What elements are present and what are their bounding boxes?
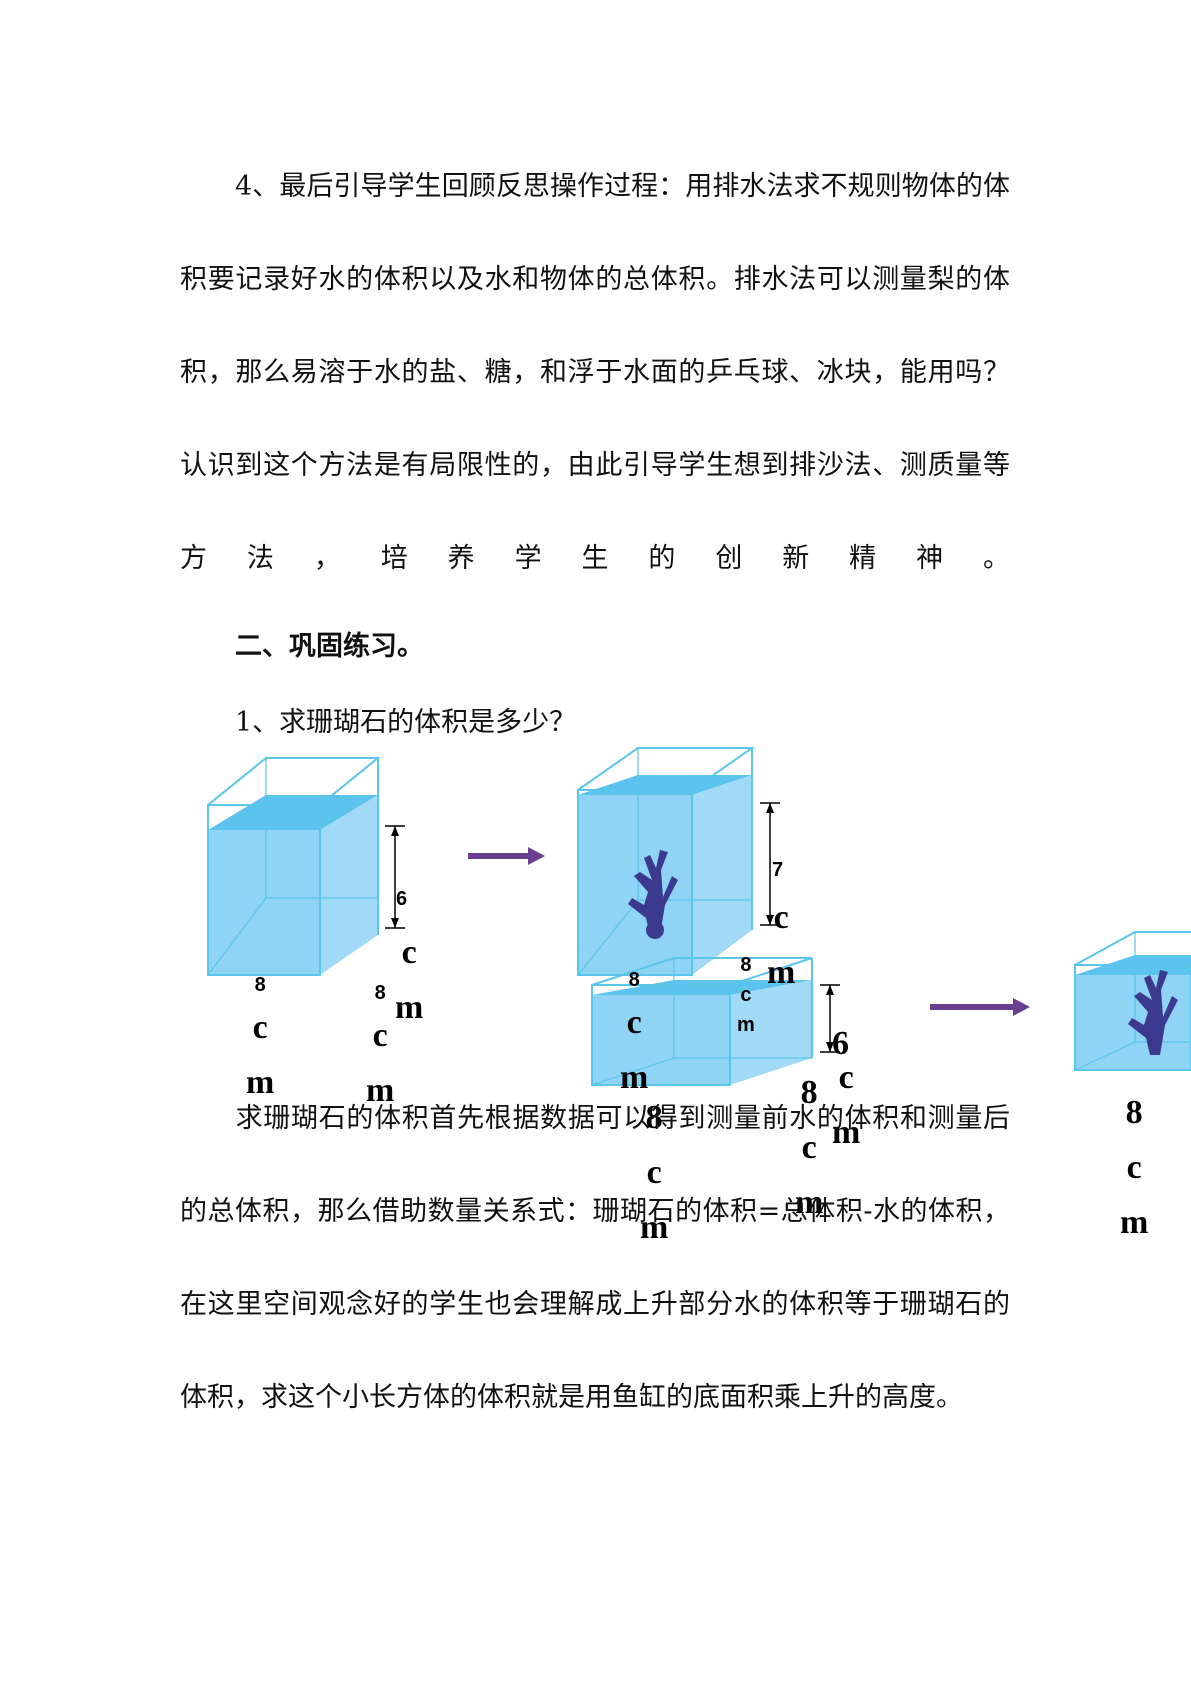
height-marker-1 — [385, 825, 405, 929]
aquarium-figure — [207, 747, 1191, 1086]
tank-1-height-label: 6 — [396, 888, 408, 910]
height-marker-3 — [820, 984, 840, 1053]
tank-2-illustration — [577, 747, 756, 976]
tank-3-illustration — [591, 957, 813, 1086]
coral-icon — [628, 850, 678, 939]
arrow-right-icon — [930, 998, 1030, 1016]
tank-3-height-label: 6 — [832, 1025, 849, 1062]
tank-3-width-label: 8 c m — [620, 969, 649, 1096]
tank-1-illustration — [207, 757, 381, 976]
tank-3-side-label: 8 c m — [795, 1074, 824, 1221]
tank-1-depth-label: 8 c m — [366, 982, 395, 1109]
tank-1-width-label: 8 c m — [246, 974, 275, 1101]
arrow-right-icon — [468, 847, 545, 865]
reflection-paragraph: 4、最后引导学生回顾反思操作过程：用排水法求不规则物体的体积要记录好水的体积以及… — [180, 171, 1010, 574]
height-marker-2 — [760, 802, 780, 926]
tank-3-depth-label: 8 c m — [640, 1099, 669, 1246]
explanation-paragraph: 求珊瑚石的体积首先根据数据可以得到测量前水的体积和测量后的总体积，那么借助数量关… — [180, 1103, 1010, 1413]
question-1: 1、求珊瑚石的体积是多少？ — [235, 707, 577, 738]
section-heading: 二、巩固练习。 — [235, 631, 424, 662]
coral-icon — [1128, 970, 1178, 1055]
tank-2-height-label: 7 — [772, 859, 784, 881]
tank-4-width-label: 8 c m — [1120, 1094, 1149, 1241]
tank-2-width-label: 8 c m — [737, 954, 755, 1036]
